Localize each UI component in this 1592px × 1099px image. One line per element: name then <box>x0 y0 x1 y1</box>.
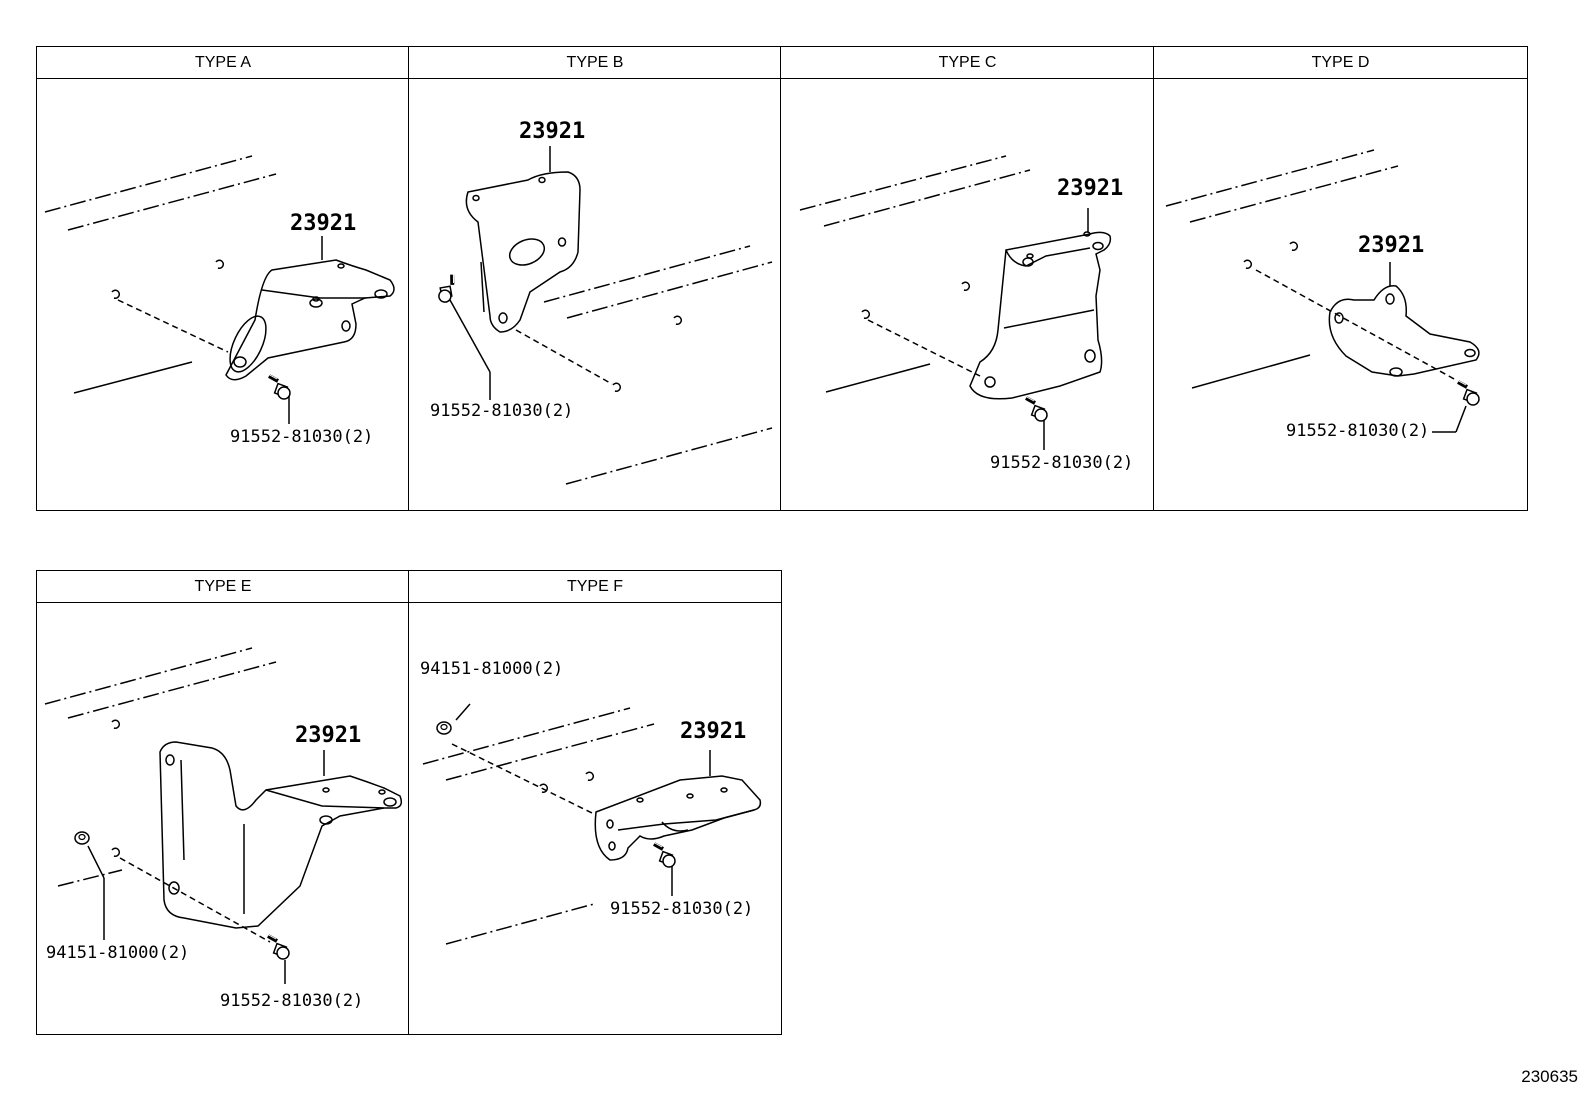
panel-f-bracket-label: 23921 <box>680 719 746 744</box>
panel-f-header: TYPE F <box>408 570 782 603</box>
panel-d-header: TYPE D <box>1153 46 1528 79</box>
panel-d-drawing <box>1165 149 1481 433</box>
panel-e-nut-label: 94151-81000(2) <box>46 943 189 963</box>
panel-f-title: TYPE F <box>566 578 623 595</box>
panel-a-bolt-label: 91552-81030(2) <box>230 427 373 447</box>
panel-e-bracket-label: 23921 <box>295 723 361 748</box>
panel-c-bolt-label: 91552-81030(2) <box>990 453 1133 473</box>
panel-f-drawing <box>422 703 762 945</box>
panel-e-header: TYPE E <box>36 570 410 603</box>
panel-b-bracket-label: 23921 <box>519 119 585 144</box>
panel-d-bracket-label: 23921 <box>1358 233 1424 258</box>
panel-d-body <box>1153 79 1528 511</box>
panel-b-body <box>408 79 782 511</box>
panel-e-bolt-label: 91552-81030(2) <box>220 991 363 1011</box>
panel-c-title: TYPE C <box>938 54 997 71</box>
panel-a-header: TYPE A <box>36 46 410 79</box>
figure-id: 230635 <box>1521 1067 1578 1086</box>
panel-e-body <box>36 603 410 1035</box>
panel-a-body <box>36 79 410 511</box>
panel-b-bolt-label: 91552-81030(2) <box>430 401 573 421</box>
panel-a-bracket-label: 23921 <box>290 211 356 236</box>
panel-b-title: TYPE B <box>566 54 624 71</box>
panel-c-body <box>780 79 1155 511</box>
panel-b-drawing <box>429 146 773 485</box>
panel-c-drawing <box>799 155 1112 450</box>
panel-b-header: TYPE B <box>408 46 782 79</box>
panel-c-bracket-label: 23921 <box>1057 176 1123 201</box>
panel-d-title: TYPE D <box>1311 54 1370 71</box>
panel-f-bolt-label: 91552-81030(2) <box>610 899 753 919</box>
panel-d-bolt-label: 91552-81030(2) <box>1286 421 1429 441</box>
panel-e-drawing <box>44 647 403 984</box>
panel-f-nut-label: 94151-81000(2) <box>420 659 563 679</box>
panel-c-header: TYPE C <box>780 46 1155 79</box>
panel-e-title: TYPE E <box>194 578 252 595</box>
panel-a-drawing <box>44 155 395 424</box>
panel-a-title: TYPE A <box>194 54 252 71</box>
